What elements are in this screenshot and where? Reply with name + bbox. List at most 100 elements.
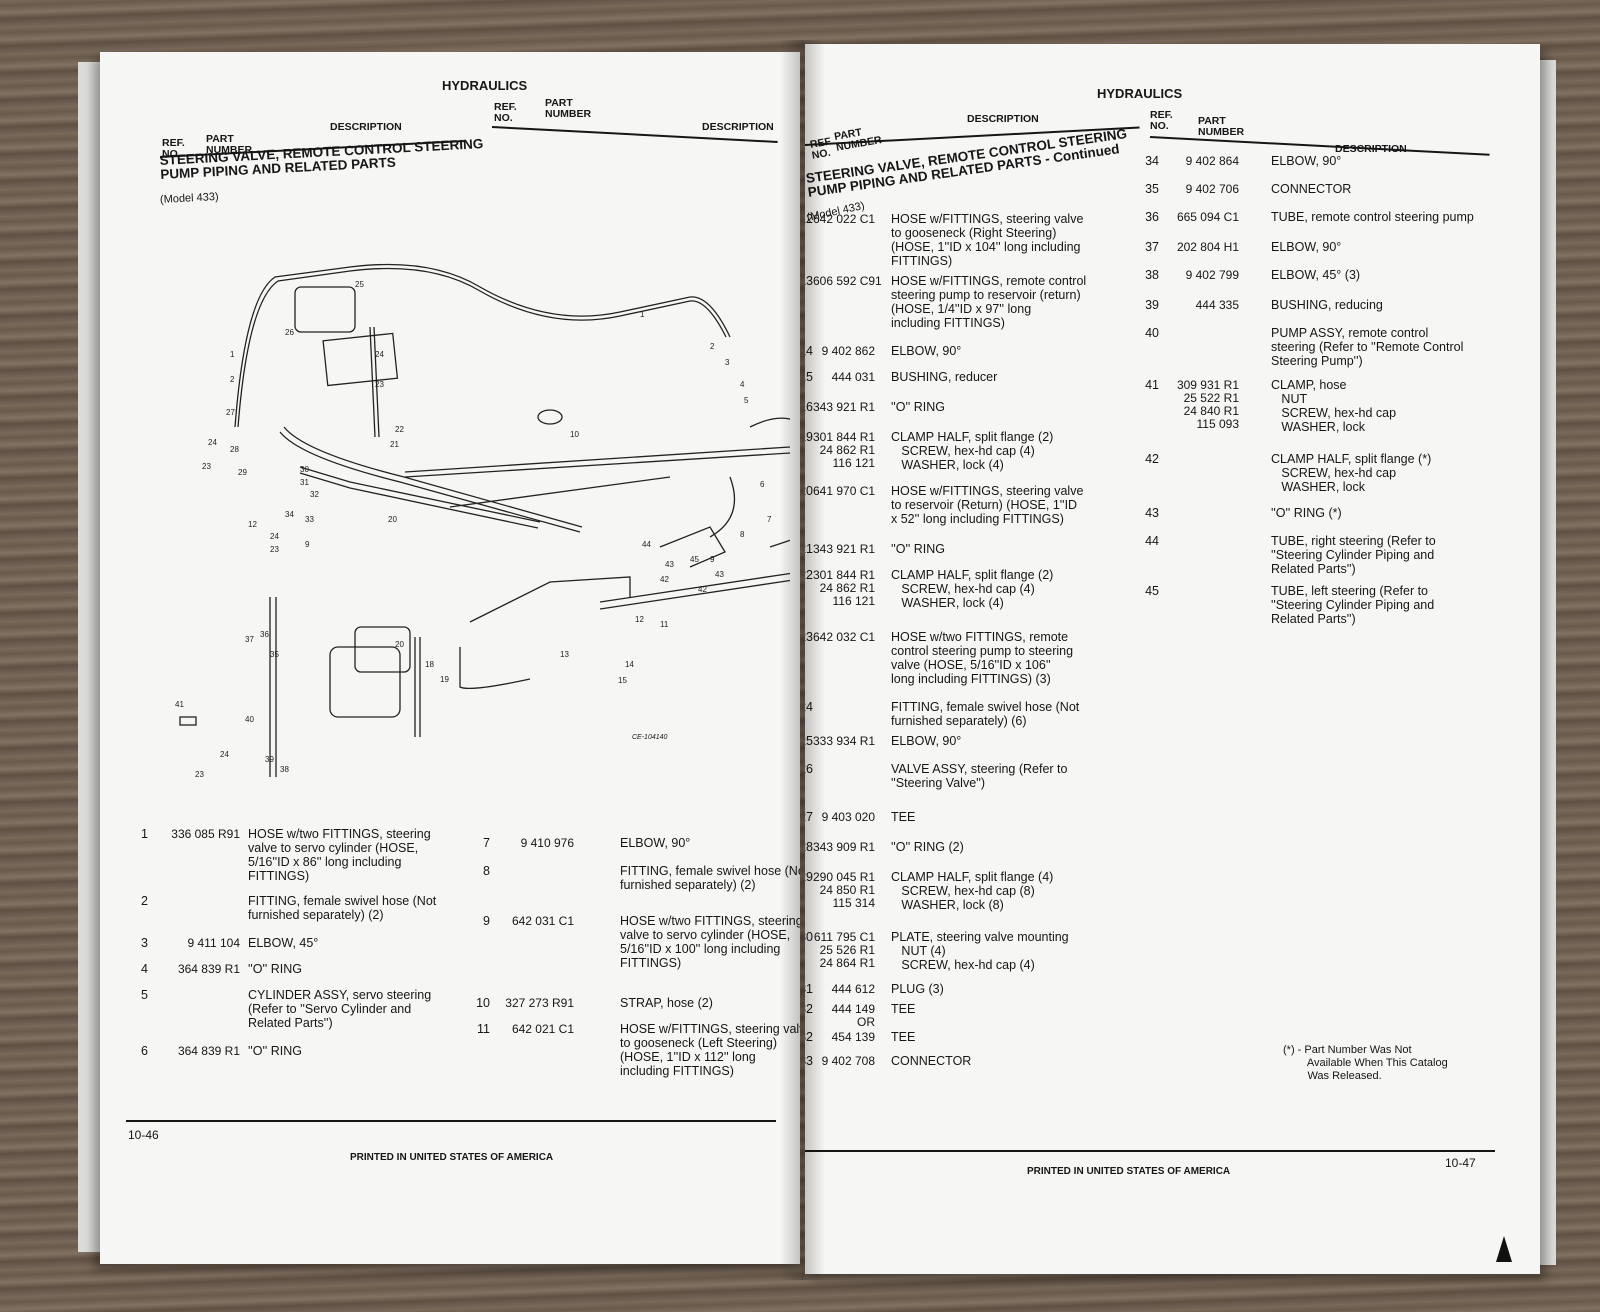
part-description: CLAMP HALF, split flange (2) SCREW, hex-… <box>891 568 1054 610</box>
ref-number: 7 <box>483 836 490 850</box>
ref-number: 25 <box>805 734 813 748</box>
svg-text:7: 7 <box>767 515 772 524</box>
part-description: PUMP ASSY, remote control steering (Refe… <box>1271 326 1464 368</box>
ref-number: 9 <box>483 914 490 928</box>
page-number: 10-47 <box>1445 1156 1476 1170</box>
col-part-header: PART NUMBER <box>206 133 253 156</box>
ref-number: 23 <box>805 630 813 644</box>
svg-text:23: 23 <box>270 545 279 554</box>
ref-number: 38 <box>1145 268 1159 282</box>
svg-text:23: 23 <box>202 462 211 471</box>
ref-number: 40 <box>1145 326 1159 340</box>
ref-number: 13 <box>805 274 813 288</box>
part-description: HOSE w/FITTINGS, steering valve to goose… <box>620 1022 800 1078</box>
part-description: ELBOW, 90° <box>1271 154 1342 168</box>
col-part-header: PART NUMBER <box>833 126 883 154</box>
ref-number: 5 <box>141 988 148 1002</box>
part-description: BUSHING, reducing <box>1271 298 1383 312</box>
svg-text:45: 45 <box>690 555 699 564</box>
svg-text:35: 35 <box>270 650 279 659</box>
svg-text:24: 24 <box>208 438 217 447</box>
page-number: 10-46 <box>128 1128 159 1142</box>
col-ref-header: REF. NO. <box>162 137 185 160</box>
svg-text:10: 10 <box>570 430 579 439</box>
ref-number: 41 <box>1145 378 1159 392</box>
svg-text:15: 15 <box>618 676 627 685</box>
book-spine-gutter <box>780 40 825 1280</box>
svg-text:20: 20 <box>395 640 404 649</box>
svg-text:34: 34 <box>285 510 294 519</box>
part-number: 343 909 R1 <box>813 840 876 854</box>
right-page: HYDRAULICS REF. NO. PART NUMBER DESCRIPT… <box>805 44 1540 1274</box>
ref-number: 20 <box>805 484 813 498</box>
svg-text:20: 20 <box>388 515 397 524</box>
part-description: STRAP, hose (2) <box>620 996 713 1010</box>
ref-number: 10 <box>476 996 490 1010</box>
part-description: ''O'' RING (*) <box>1271 506 1342 520</box>
part-number: 290 045 R1 24 850 R1 115 314 <box>813 870 876 910</box>
ref-number: 22 <box>805 568 813 582</box>
ref-number: 42 <box>1145 452 1159 466</box>
part-description: ELBOW, 90° <box>891 734 962 748</box>
part-description: ELBOW, 45° (3) <box>1271 268 1361 282</box>
footer-rule <box>805 1150 1495 1152</box>
svg-text:44: 44 <box>642 540 651 549</box>
ref-number: 11 <box>477 1022 490 1036</box>
ref-number: 30 <box>805 930 813 944</box>
part-number: 444 335 <box>1195 298 1239 312</box>
section-header: HYDRAULICS <box>442 78 528 93</box>
ref-number: 28 <box>805 840 813 854</box>
ref-number: 14 <box>805 344 813 358</box>
part-description: CLAMP HALF, split flange (2) SCREW, hex-… <box>891 430 1054 472</box>
svg-text:12: 12 <box>635 615 644 624</box>
svg-text:24: 24 <box>375 350 384 359</box>
part-number: 641 970 C1 <box>813 484 876 498</box>
part-number: 9 402 862 <box>821 344 875 358</box>
ref-number: 29 <box>805 870 813 884</box>
ref-number: 12 <box>805 212 813 226</box>
ref-number: 44 <box>1145 534 1159 548</box>
col2-part-header: PART NUMBER <box>545 97 592 120</box>
model-label: (Model 433) <box>159 190 219 206</box>
part-number: 301 844 R1 24 862 R1 116 121 <box>813 568 876 608</box>
footer-text: PRINTED IN UNITED STATES OF AMERICA <box>350 1152 554 1163</box>
ref-number: 1 <box>141 827 148 841</box>
svg-text:39: 39 <box>265 755 274 764</box>
col2-desc-header: DESCRIPTION <box>702 121 774 133</box>
part-number: 642 021 C1 <box>511 1022 574 1036</box>
ref-number: 15 <box>805 370 813 384</box>
part-number: 333 934 R1 <box>813 734 876 748</box>
part-number: 606 592 C91 <box>813 274 882 288</box>
svg-text:33: 33 <box>305 515 314 524</box>
svg-text:36: 36 <box>260 630 269 639</box>
part-description: ''O'' RING (2) <box>891 840 964 854</box>
part-number: 364 839 R1 <box>177 1044 240 1058</box>
ref-number: 34 <box>1145 154 1159 168</box>
svg-text:9: 9 <box>710 555 715 564</box>
part-number: 665 094 C1 <box>1176 210 1239 224</box>
part-number: 9 402 706 <box>1185 182 1239 196</box>
ref-number: 31 <box>805 982 813 996</box>
ref-number: 2 <box>141 894 148 908</box>
svg-text:13: 13 <box>560 650 569 659</box>
part-description: HOSE w/FITTINGS, steering valve to reser… <box>891 484 1084 526</box>
part-description: CLAMP, hose NUT SCREW, hex-hd cap WASHER… <box>1271 378 1397 434</box>
svg-text:9: 9 <box>305 540 310 549</box>
part-description: ''O'' RING <box>248 962 302 976</box>
part-number: 343 921 R1 <box>813 400 876 414</box>
part-description: HOSE w/two FITTINGS, remote control stee… <box>891 630 1074 686</box>
svg-text:18: 18 <box>425 660 434 669</box>
svg-text:25: 25 <box>355 280 364 289</box>
svg-text:5: 5 <box>744 396 749 405</box>
svg-text:29: 29 <box>238 468 247 477</box>
svg-text:32: 32 <box>310 490 319 499</box>
part-number: 9 402 864 <box>1185 154 1239 168</box>
part-description: HOSE w/FITTINGS, steering valve to goose… <box>891 212 1084 268</box>
part-number: 642 031 C1 <box>511 914 574 928</box>
svg-text:43: 43 <box>715 570 724 579</box>
part-number: 611 795 C1 25 526 R1 24 864 R1 <box>814 930 875 970</box>
part-number: 9 410 976 <box>520 836 574 850</box>
section-header: HYDRAULICS <box>1097 86 1183 101</box>
part-description: BUSHING, reducer <box>891 370 998 384</box>
part-description: ELBOW, 90° <box>620 836 691 850</box>
